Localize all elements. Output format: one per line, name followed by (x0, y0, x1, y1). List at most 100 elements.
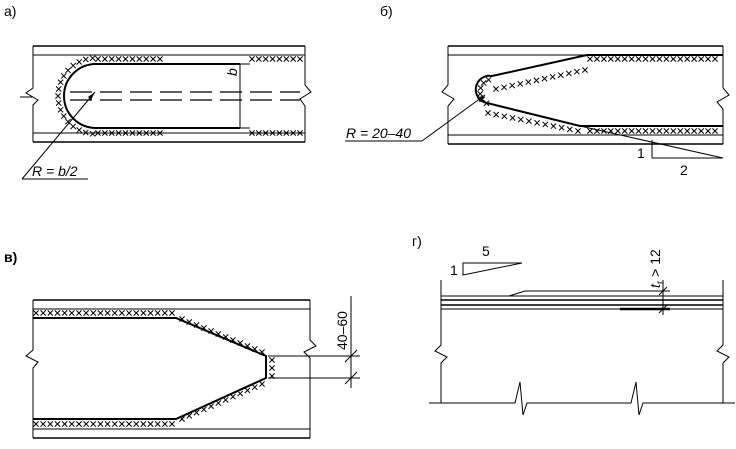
weld-cross (89, 130, 96, 137)
weld-cross (104, 310, 111, 316)
panel-b-radius-label: R = 20–40 (346, 125, 411, 141)
weld-cross (557, 72, 564, 79)
weld-cross (656, 128, 663, 134)
panel-a-slot-contour (63, 63, 240, 129)
weld-cross (126, 310, 133, 316)
weld-cross (705, 56, 712, 62)
weld-cross (635, 128, 642, 134)
weld-cross (65, 118, 71, 125)
weld-cross (47, 310, 54, 316)
weld-cross (133, 421, 140, 427)
panel-b-weld-marks (477, 56, 718, 134)
weld-cross (607, 56, 614, 62)
weld-cross (222, 396, 229, 403)
weld-cross (621, 56, 628, 62)
weld-cross (249, 130, 255, 136)
weld-cross (705, 128, 712, 134)
weld-cross (297, 130, 303, 136)
weld-cross (70, 62, 77, 69)
weld-cross (558, 124, 565, 131)
weld-cross (101, 56, 108, 62)
weld-cross (509, 114, 516, 121)
panel-c-dimension-label: 40–60 (334, 311, 350, 350)
panel-c-weld-marks (33, 310, 275, 427)
weld-cross (208, 328, 215, 334)
weld-cross (255, 130, 262, 136)
weld-cross (54, 310, 61, 316)
weld-cross (61, 421, 68, 427)
panel-d: г) 1 5 tr > 12 (412, 233, 735, 416)
weld-cross (575, 128, 581, 134)
weld-cross (542, 121, 549, 128)
weld-cross (642, 56, 649, 62)
weld-cross (157, 56, 163, 62)
panel-c-slot-contour (33, 317, 267, 420)
weld-cross (83, 421, 90, 427)
weld-cross (649, 128, 656, 134)
panel-d-plate (429, 280, 735, 416)
weld-cross (169, 310, 175, 316)
weld-cross (229, 337, 236, 343)
weld-cross (222, 334, 229, 340)
weld-cross (118, 310, 125, 316)
weld-cross (276, 56, 283, 62)
weld-cross (122, 130, 129, 136)
weld-cross (533, 77, 540, 84)
weld-cross (90, 310, 97, 316)
weld-cross (97, 310, 104, 316)
weld-cross (677, 128, 684, 134)
weld-cross (621, 128, 628, 134)
panel-b-slope-run: 2 (680, 162, 688, 178)
weld-cross (614, 56, 621, 62)
weld-cross (269, 130, 276, 136)
weld-cross (517, 80, 524, 87)
weld-cross (147, 421, 154, 427)
weld-cross (55, 100, 62, 106)
weld-cross (147, 310, 154, 316)
panel-a-label: а) (4, 3, 16, 19)
weld-cross (600, 56, 607, 62)
weld-cross (628, 128, 635, 134)
thickness-subscript: r (655, 280, 666, 284)
weld-cross (483, 100, 490, 107)
weld-cross (154, 421, 161, 427)
weld-cross (70, 123, 77, 130)
weld-cross (485, 76, 492, 83)
weld-cross (269, 365, 275, 371)
weld-cross (649, 56, 656, 62)
weld-cross (712, 128, 718, 134)
weld-cross (642, 128, 649, 134)
weld-cross (33, 310, 39, 316)
weld-cross (140, 421, 147, 427)
weld-cross (477, 85, 484, 91)
weld-cross (82, 56, 89, 63)
weld-cross (582, 67, 588, 73)
weld-cross (161, 310, 168, 316)
weld-cross (108, 130, 115, 136)
weld-cross (698, 128, 705, 134)
panel-a-dimension-label: b (224, 68, 240, 76)
weld-cross (76, 127, 83, 134)
weld-cross (133, 310, 140, 316)
weld-cross (68, 310, 75, 316)
weld-cross (150, 130, 157, 136)
weld-cross (628, 56, 635, 62)
weld-cross (143, 130, 150, 136)
panel-c-dimension: 40–60 (268, 296, 360, 388)
weld-cross (477, 90, 484, 97)
weld-cross (262, 56, 269, 62)
weld-cross (115, 56, 122, 62)
panel-c-label: в) (4, 249, 17, 265)
panel-d-slope-rise: 1 (450, 262, 458, 278)
panel-a-radius-label: R = b/2 (32, 163, 78, 179)
panel-c-plate (25, 299, 317, 439)
weld-cross (712, 56, 718, 62)
weld-cross (140, 310, 147, 316)
weld-cross (157, 130, 163, 136)
weld-cross (200, 325, 207, 331)
weld-cross (501, 113, 508, 120)
panel-a-radius-leader: R = b/2 (21, 91, 96, 180)
weld-cross (111, 310, 118, 316)
weld-cross (118, 421, 125, 427)
weld-cross (95, 130, 101, 136)
